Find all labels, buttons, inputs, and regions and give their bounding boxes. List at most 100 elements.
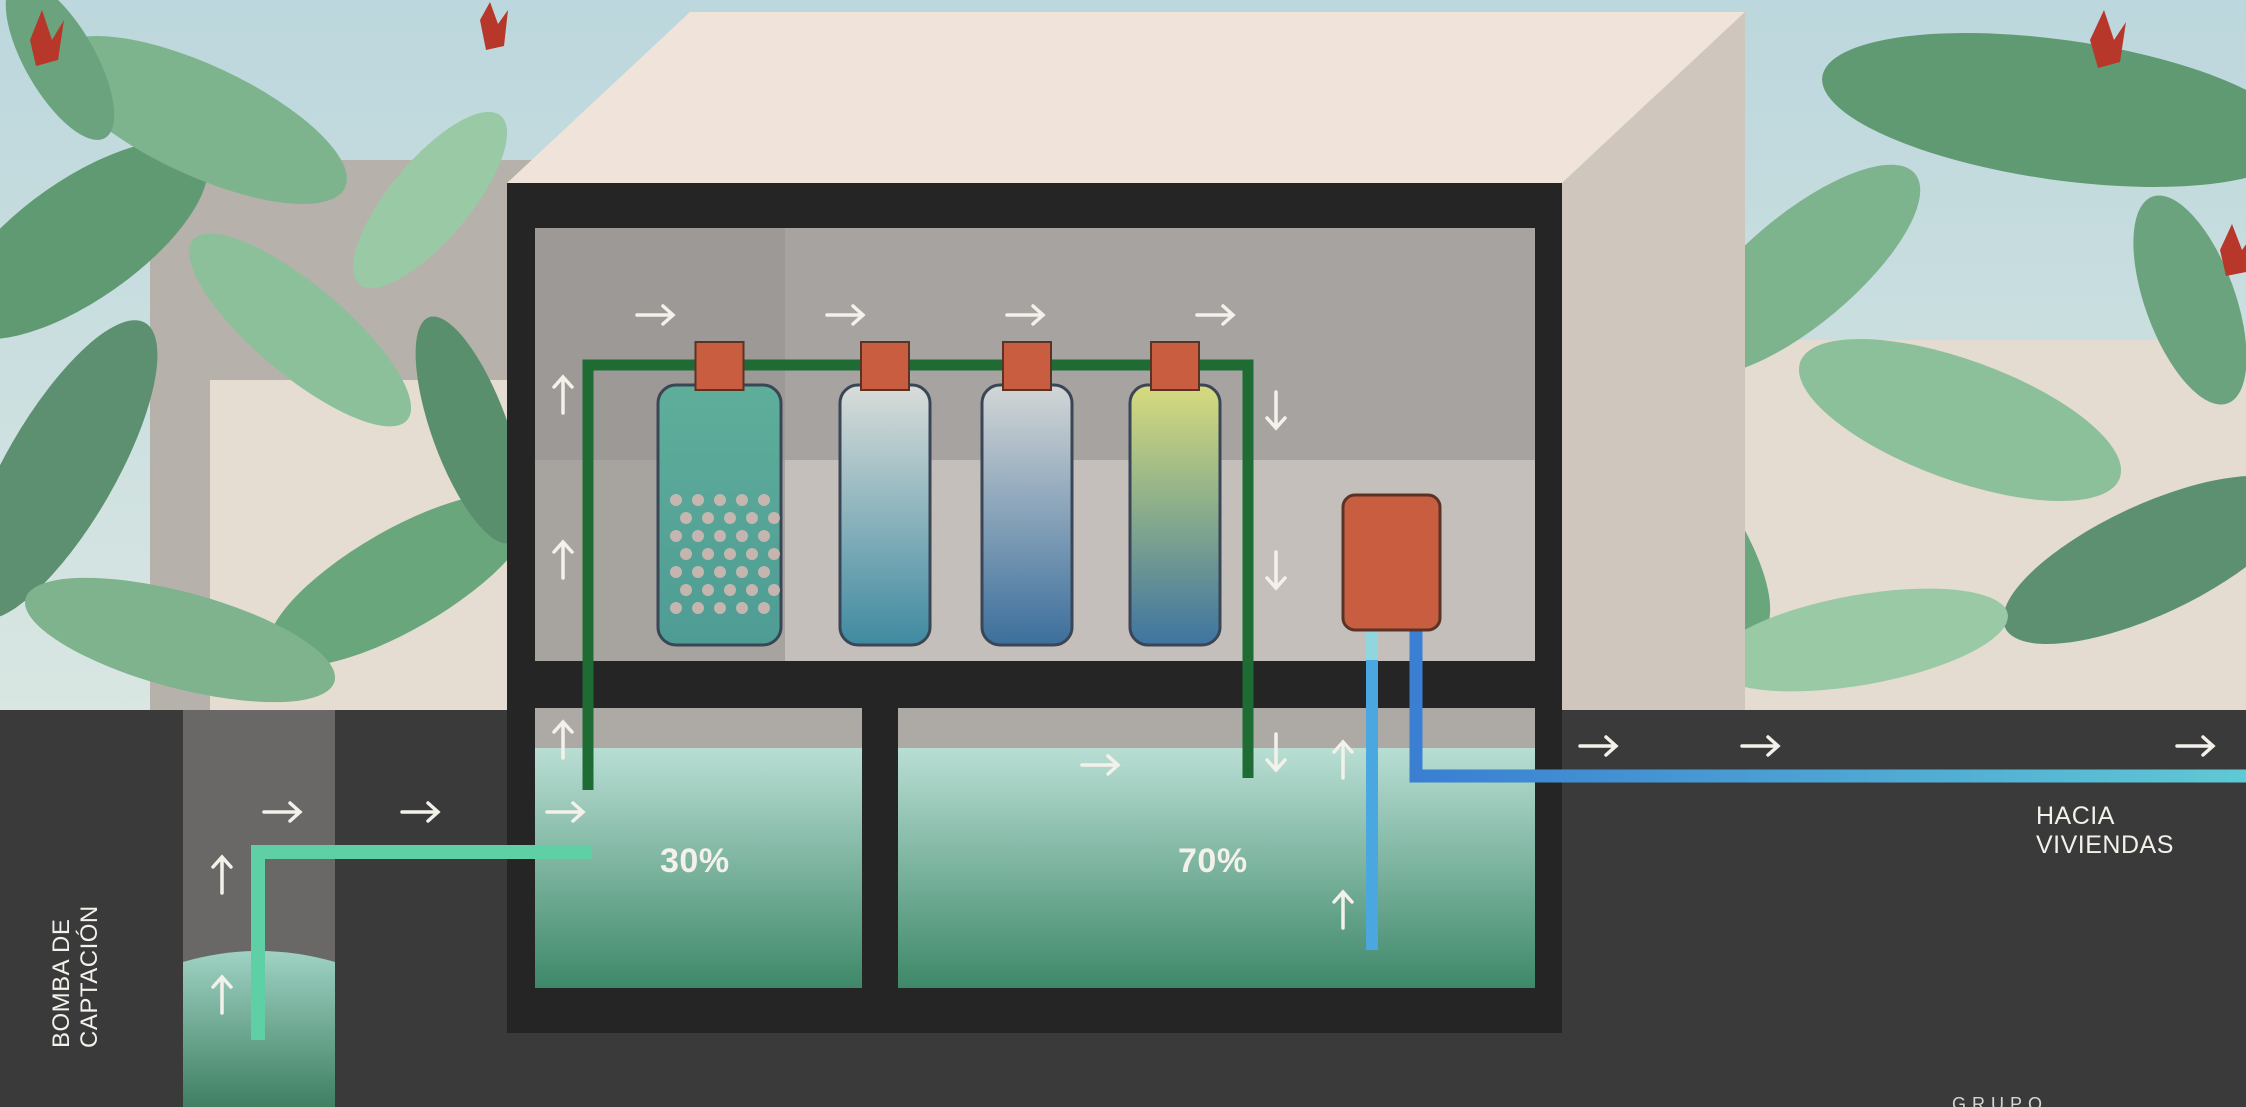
foliage-left [0,0,533,703]
filter-media-pebble [692,566,704,578]
arrow-right-icon [1740,735,1781,757]
filters-group [656,341,1222,647]
building-roof [507,12,1745,183]
leaf-icon [352,111,508,289]
filter-media-pebble [714,530,726,542]
filter-media-pebble [768,584,780,596]
filter-media-pebble [702,584,714,596]
tank-right-water [898,748,1535,988]
filter-media-pebble [724,512,736,524]
pump-label-line-2: CAPTACIÓN [76,905,103,1048]
arrow-right-icon [262,801,303,823]
filter-media-pebble [702,512,714,524]
filter-media-pebble [758,530,770,542]
outlet-label: HACIA VIVIENDAS [2036,802,2174,859]
filter-media-pebble [736,494,748,506]
collector-pipe [582,359,1254,790]
filter-media-pebble [768,512,780,524]
filter-media-pebble [680,512,692,524]
filter-media-pebble [714,494,726,506]
filter-media-pebble [714,602,726,614]
filter-4-body [1128,383,1222,647]
leaf-icon [188,233,412,427]
leaf-icon [53,35,347,205]
leaf-icon [2133,195,2246,405]
leaf-icon [0,140,208,340]
arrow-right-icon [635,304,676,326]
filter-2-cap [860,341,910,391]
arrow-up-icon [211,974,233,1015]
leaf-icon [1822,33,2246,187]
pump-label-line-1: BOMBA DE [48,918,75,1048]
filter-media-pebble [670,566,682,578]
outlet-pipe [1409,630,2246,783]
arrow-up-icon [211,854,233,895]
filter-media-pebble [736,602,748,614]
tank-right-percent: 70% [1178,842,1248,880]
flower-icon [2220,224,2246,276]
footer-label: GRUPO [1952,1094,2049,1107]
building-side [1562,12,1745,710]
filter-media-pebble [670,602,682,614]
arrow-right-icon [825,304,866,326]
filter-4-cap [1150,341,1200,391]
filter-media-pebble [746,512,758,524]
filter-media-pebble [758,566,770,578]
filter-media-pebble [758,494,770,506]
arrow-right-icon [1578,735,1619,757]
filter-media-pebble [714,566,726,578]
filter-3-cap [1002,341,1052,391]
arrow-right-icon [1195,304,1236,326]
arrow-down-icon [1265,390,1287,431]
filter-2-body [838,383,932,647]
flower-icon [480,2,508,50]
filter-media-pebble [670,494,682,506]
leaf-icon [1712,588,2008,692]
filter-media-pebble [736,530,748,542]
filter-media-pebble [746,548,758,560]
filter-media-pebble [768,548,780,560]
flow-arrows [211,304,2216,1015]
leaf-icon [267,493,533,667]
tank-left-percent: 30% [660,842,730,880]
arrow-down-icon [1265,732,1287,773]
arrow-up-icon [1332,739,1354,780]
arrow-right-icon [1080,754,1121,776]
filter-media-pebble [670,530,682,542]
intake-pipe [251,845,592,1040]
arrow-down-icon [1265,550,1287,591]
arrow-right-icon [1005,304,1046,326]
leaf-icon [24,577,336,703]
leaf-icon [1798,339,2122,501]
arrow-up-icon [552,374,574,415]
filter-media-pebble [692,530,704,542]
filter-media-pebble [758,602,770,614]
filter-3-body [980,383,1074,647]
pump-label: BOMBA DE CAPTACIÓN [48,905,104,1048]
filter-media-pebble [724,548,736,560]
flower-icon [30,10,64,66]
filter-1-cap [694,341,745,391]
arrow-right-icon [400,801,441,823]
flower-icon [2090,10,2126,68]
leaf-icon [0,320,158,620]
filter-media-pebble [692,602,704,614]
filter-media-pebble [702,548,714,560]
filter-media-pebble [680,548,692,560]
arrow-right-icon [545,801,586,823]
leaf-icon [5,0,115,140]
arrow-up-icon [552,719,574,760]
filter-media-pebble [692,494,704,506]
filter-media-pebble [736,566,748,578]
leaf-icon [2003,475,2246,645]
filter-media-pebble [680,584,692,596]
arrow-right-icon [2175,735,2216,757]
filter-media-pebble [724,584,736,596]
filter-media-pebble [746,584,758,596]
arrow-up-icon [552,539,574,580]
arrow-up-icon [1332,889,1354,930]
leaf-icon [415,316,525,544]
pump-body [1341,493,1442,632]
